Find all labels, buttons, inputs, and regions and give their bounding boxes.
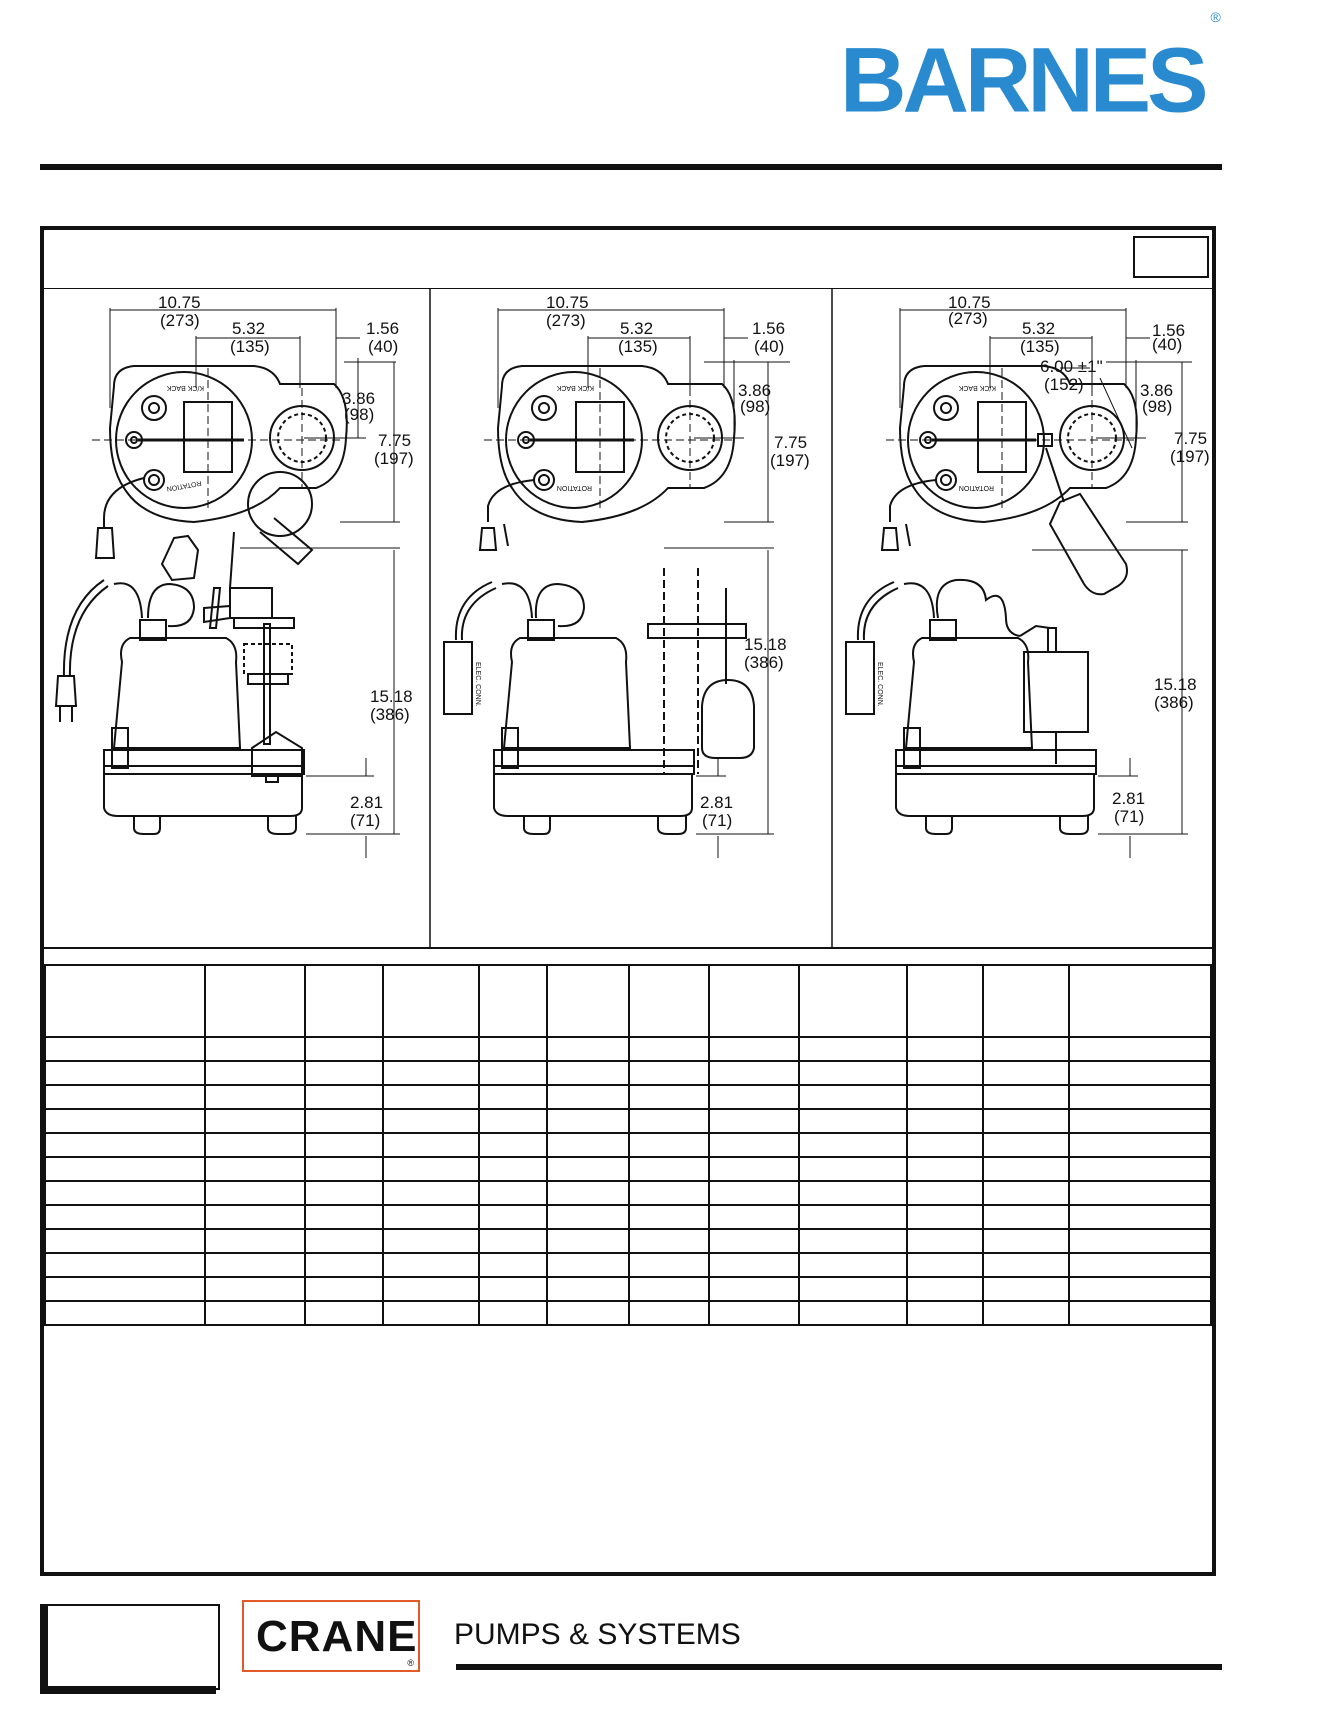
dimension-drawings-svg: 10.75 (273) 5.32 (135) 1.56 (40) 3.86 (9… (44, 288, 1212, 949)
view-1-overall-width: 10.75 (158, 293, 201, 312)
division-name: PUMPS & SYSTEMS (454, 1618, 741, 1651)
view-3-height: 7.75 (1174, 429, 1207, 448)
spec-table (44, 964, 1212, 1326)
view-2-height: 7.75 (774, 433, 807, 452)
view-3-offset: 1.56 (1152, 321, 1185, 340)
view-3-rotation-label: ROTATION (959, 484, 994, 491)
view-3: 10.75 (273) 5.32 (135) 1.56 (40) 6.00 ±1… (845, 293, 1210, 858)
view-3-back-label: K/CK BACK (958, 384, 996, 391)
table-row (44, 1300, 1212, 1326)
dimension-drawings: 10.75 (273) 5.32 (135) 1.56 (40) 3.86 (9… (44, 288, 1212, 950)
view-3-height-mm: (197) (1170, 447, 1210, 466)
table-row (44, 1036, 1212, 1062)
view-3-overall-width-mm: (273) (948, 309, 988, 328)
view-1-total-height-mm: (386) (370, 705, 410, 724)
view-1-height: 7.75 (378, 431, 411, 450)
view-1-center-distance: 5.32 (232, 319, 265, 338)
crane-logo-text: CRANE (256, 1612, 418, 1661)
table-row (44, 1156, 1212, 1182)
view-2-center-distance: 5.32 (620, 319, 653, 338)
view-3-inlet-height-mm: (71) (1114, 807, 1144, 826)
view-2-total-height: 15.18 (744, 635, 787, 654)
view-3-inlet-height: 2.81 (1112, 789, 1145, 808)
view-1-half-height-mm: (98) (344, 405, 374, 424)
table-row (44, 1132, 1212, 1158)
view-1-offset-mm: (40) (368, 337, 398, 356)
table-row (44, 1276, 1212, 1302)
view-2-half-height-mm: (98) (740, 397, 770, 416)
view-2-back-label: K/CK BACK (556, 384, 594, 391)
view-1-rotation-label: ROTATION (166, 479, 202, 492)
view-3-half-height-mm: (98) (1142, 397, 1172, 416)
barnes-logo: BARNES® (840, 9, 1221, 127)
view-2-elec-conn-label: ELEC. CONN. (474, 662, 481, 707)
view-2-offset: 1.56 (752, 319, 785, 338)
view-2-rotation-label: ROTATION (557, 484, 592, 491)
table-row (44, 1252, 1212, 1278)
spec-table-body (44, 1036, 1212, 1326)
footer-blank-box (40, 1604, 220, 1690)
view-2-inlet-height: 2.81 (700, 793, 733, 812)
view-3-total-height: 15.18 (1154, 675, 1197, 694)
footer-rule (456, 1664, 1222, 1670)
view-2-center-distance-mm: (135) (618, 337, 658, 356)
view-2-overall-width-mm: (273) (546, 311, 586, 330)
crane-registered-mark: ® (407, 1658, 414, 1668)
view-1-height-mm: (197) (374, 449, 414, 468)
view-3-overall-width: 10.75 (948, 293, 991, 312)
table-row (44, 1108, 1212, 1134)
view-1-center-distance-mm: (135) (230, 337, 270, 356)
table-row (44, 1204, 1212, 1230)
crane-logo: CRANE ® (242, 1600, 420, 1672)
view-2-inlet-height-mm: (71) (702, 811, 732, 830)
brand-name: BARNES (840, 29, 1208, 132)
footer-box-shadow-left (40, 1606, 48, 1694)
view-1-inlet-height-mm: (71) (350, 811, 380, 830)
view-1-overall-width-mm: (273) (160, 311, 200, 330)
view-3-tether-length-mm: (152) (1044, 375, 1084, 394)
view-3-offset-mm: (40) (1152, 335, 1182, 354)
view-2-offset-mm: (40) (754, 337, 784, 356)
view-3-center-distance: 5.32 (1022, 319, 1055, 338)
view-1-back-label: K/CK BACK (166, 384, 204, 391)
view-1-inlet-height: 2.81 (350, 793, 383, 812)
header-blank-box (1133, 236, 1209, 278)
view-1-half-height: 3.86 (342, 389, 375, 408)
view-3-center-distance-mm: (135) (1020, 337, 1060, 356)
table-row (44, 1180, 1212, 1206)
view-2-total-height-mm: (386) (744, 653, 784, 672)
view-1-offset: 1.56 (366, 319, 399, 338)
view-1-total-height: 15.18 (370, 687, 413, 706)
view-3-elec-conn-label: ELEC. CONN. (876, 662, 883, 707)
view-3-tether-length: 6.00 ±1" (1040, 357, 1103, 376)
view-2-overall-width: 10.75 (546, 293, 589, 312)
table-row (44, 1084, 1212, 1110)
view-2-half-height: 3.86 (738, 381, 771, 400)
spec-table-header (44, 964, 1212, 1038)
brand-registered-mark: ® (1210, 9, 1221, 25)
view-1: 10.75 (273) 5.32 (135) 1.56 (40) 3.86 (9… (54, 293, 414, 858)
table-row (44, 1060, 1212, 1086)
header-rule (40, 164, 1222, 170)
view-2: 10.75 (273) 5.32 (135) 1.56 (40) 3.86 (9… (443, 293, 810, 858)
spec-sheet-frame (40, 226, 1216, 1576)
view-2-height-mm: (197) (770, 451, 810, 470)
view-3-half-height: 3.86 (1140, 381, 1173, 400)
table-row (44, 1228, 1212, 1254)
footer-box-shadow-bottom (40, 1686, 216, 1694)
view-3-total-height-mm: (386) (1154, 693, 1194, 712)
